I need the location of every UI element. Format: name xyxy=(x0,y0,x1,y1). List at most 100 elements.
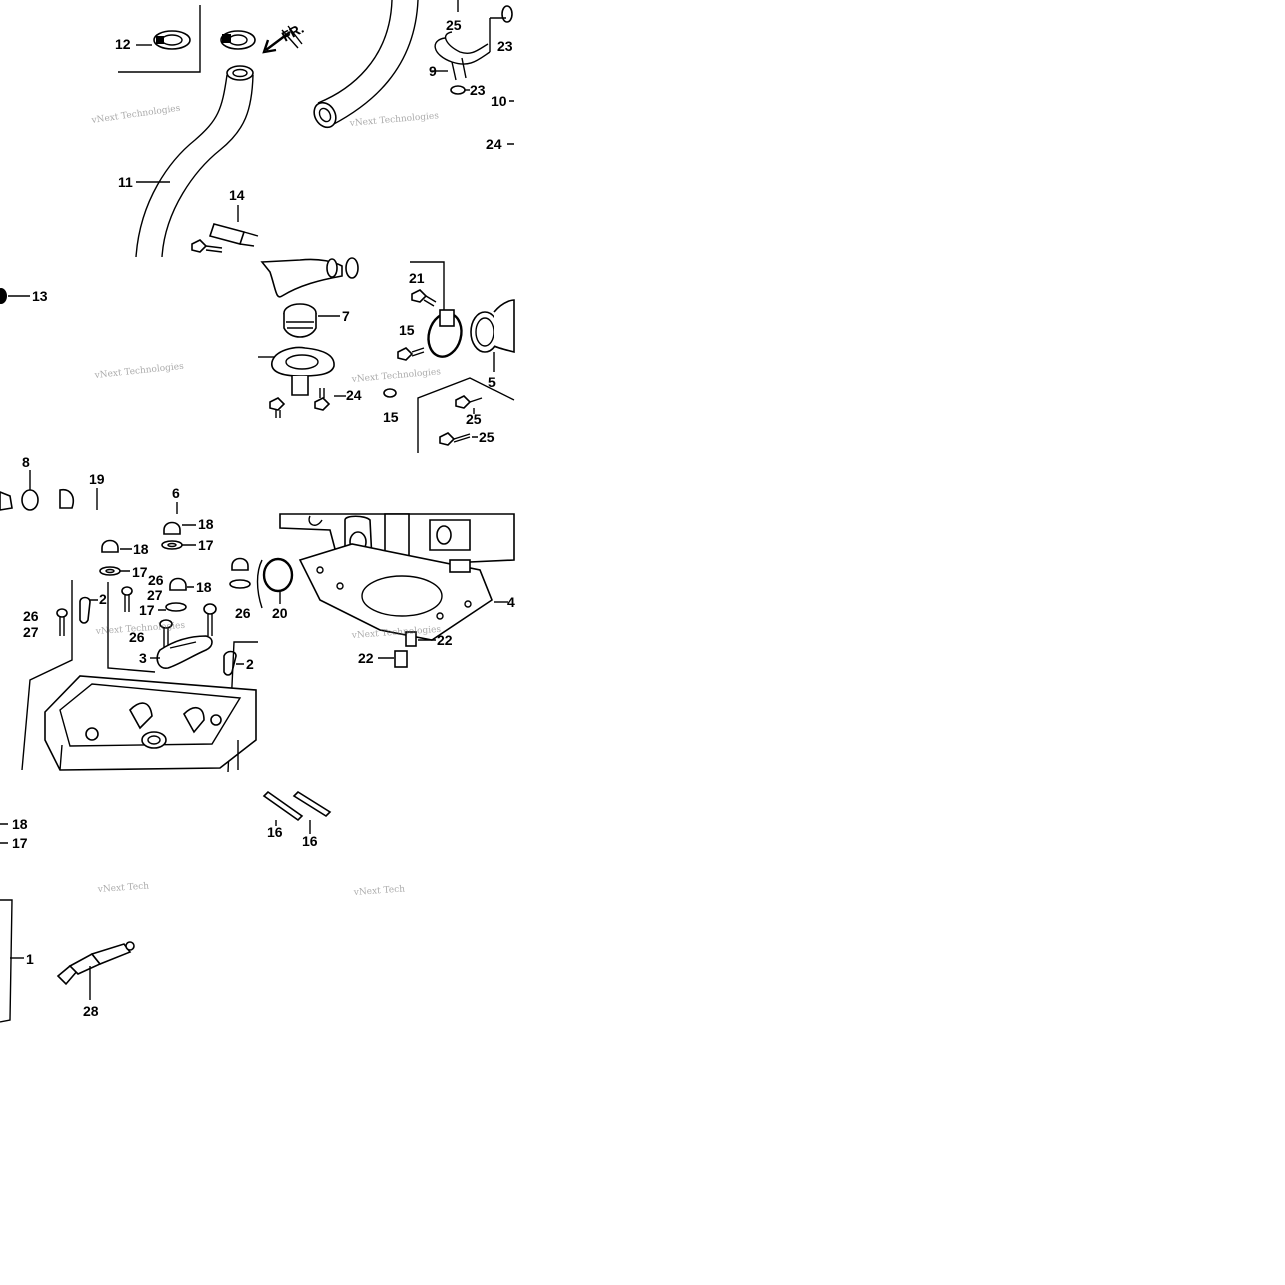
label-26d: 26 xyxy=(129,629,145,645)
bypass-hose-9-icon xyxy=(434,31,491,81)
leaders xyxy=(0,823,8,844)
leader-23 xyxy=(489,17,506,52)
head-gasket-4-icon xyxy=(298,543,493,641)
label-3: 3 xyxy=(139,650,147,666)
watermark: vNext Technologies xyxy=(90,104,181,127)
label-15b: 15 xyxy=(383,409,399,425)
bolt-15-icon xyxy=(397,347,425,361)
thermo-sensor-14-icon xyxy=(208,205,259,247)
frame-line xyxy=(417,377,515,453)
label-23a: 23 xyxy=(497,38,513,54)
label-16a: 16 xyxy=(267,824,283,840)
bolt-21-icon xyxy=(411,289,437,307)
label-17a: 17 xyxy=(198,537,214,553)
label-17d: 17 xyxy=(12,835,28,851)
label-7: 7 xyxy=(342,308,350,324)
panel-studs: 18 17 16 16 xyxy=(0,790,332,851)
leaders xyxy=(120,524,196,611)
bolt-icon xyxy=(191,239,223,253)
watermark: vNext Technologies xyxy=(350,367,441,385)
watermark: vNext Technologies xyxy=(348,111,439,129)
label-16b: 16 xyxy=(302,833,318,849)
label-6: 6 xyxy=(172,485,180,501)
label-2a: 2 xyxy=(99,591,107,607)
label-10: 10 xyxy=(491,93,507,109)
label-22a: 22 xyxy=(437,632,453,648)
rocker-arm-3-icon xyxy=(156,635,213,669)
label-24b: 24 xyxy=(346,387,362,403)
panel-thermostat: 13 7 24 21 15 15 5 25 25 vNext Technolog… xyxy=(0,257,515,453)
label-26b: 26 xyxy=(235,605,251,621)
bolt-25-icon xyxy=(455,395,483,409)
frame-line xyxy=(21,580,156,771)
label-25a: 25 xyxy=(446,17,462,33)
front-direction-label: FR. xyxy=(279,20,306,45)
spark-plug-28-icon xyxy=(56,941,135,1000)
label-11: 11 xyxy=(118,174,133,190)
leaders-22 xyxy=(378,639,436,659)
watermark: vNext Technologies xyxy=(93,362,184,381)
label-17b: 17 xyxy=(132,564,148,580)
label-24a: 24 xyxy=(486,136,502,152)
frame-line xyxy=(118,5,201,73)
label-4: 4 xyxy=(507,594,515,610)
hose-clamp-icon xyxy=(220,30,256,50)
label-15a: 15 xyxy=(399,322,415,338)
label-23b: 23 xyxy=(470,82,486,98)
leader-right xyxy=(507,100,514,145)
dowel-22-icon xyxy=(394,631,417,668)
label-25c: 25 xyxy=(479,429,495,445)
water-outlet-5-icon xyxy=(470,299,515,354)
label-13: 13 xyxy=(32,288,48,304)
dowel-pin-2-icon xyxy=(79,596,91,624)
panel-hoses: 12 25 23 9 23 10 24 11 14 FR. vNext Tech… xyxy=(90,0,514,258)
panel-cylinder-head: 8 19 6 18 17 18 17 26 27 18 17 26 20 2 2… xyxy=(0,454,515,773)
plug-13-icon xyxy=(0,288,7,304)
label-2b: 2 xyxy=(246,656,254,672)
label-26c: 26 xyxy=(23,608,39,624)
label-14: 14 xyxy=(229,187,245,203)
label-27b: 27 xyxy=(23,624,39,640)
dowel-pin-2b-icon xyxy=(223,650,237,676)
label-22b: 22 xyxy=(358,650,374,666)
leader-25 xyxy=(472,408,478,438)
bolt-icon xyxy=(269,397,286,418)
label-12: 12 xyxy=(115,36,131,52)
label-17c: 17 xyxy=(139,602,155,618)
label-18d: 18 xyxy=(12,816,28,832)
label-26a: 26 xyxy=(148,572,164,588)
hose-clamp-12-icon xyxy=(153,30,191,50)
label-27a: 27 xyxy=(147,587,163,603)
label-8: 8 xyxy=(22,454,30,470)
thermostat-7-icon xyxy=(283,303,317,338)
cap-nut-18c-icon xyxy=(165,577,187,612)
water-hose-10-icon xyxy=(313,0,419,129)
stud-bolt-16-icon xyxy=(262,790,332,834)
cylinder-head-1-icon xyxy=(44,675,257,771)
panel-spark-plug: 1 28 vNext Tech vNext Tech xyxy=(0,881,406,1023)
label-25b: 25 xyxy=(466,411,482,427)
label-19: 19 xyxy=(89,471,105,487)
bolt-24-icon xyxy=(314,388,331,411)
bracket-21 xyxy=(410,261,445,310)
watermark: vNext Tech xyxy=(353,884,406,898)
water-hose-11-icon xyxy=(135,65,254,258)
label-9: 9 xyxy=(429,63,437,79)
thermostat-cover-icon xyxy=(258,346,335,396)
front-direction-arrow-icon xyxy=(262,25,303,54)
label-21: 21 xyxy=(409,270,425,286)
label-18a: 18 xyxy=(198,516,214,532)
bolt-26d-icon xyxy=(159,619,173,650)
label-1: 1 xyxy=(26,951,34,967)
part-8-icon xyxy=(0,470,75,511)
bolt-25b-icon xyxy=(439,432,471,446)
label-18b: 18 xyxy=(133,541,149,557)
bolt-26-icon xyxy=(56,608,68,636)
o-ring-20-icon xyxy=(256,557,294,609)
leaders-2 xyxy=(90,599,244,665)
label-5: 5 xyxy=(488,374,496,390)
watermark: vNext Tech xyxy=(97,881,150,895)
frame-line xyxy=(0,899,13,1023)
